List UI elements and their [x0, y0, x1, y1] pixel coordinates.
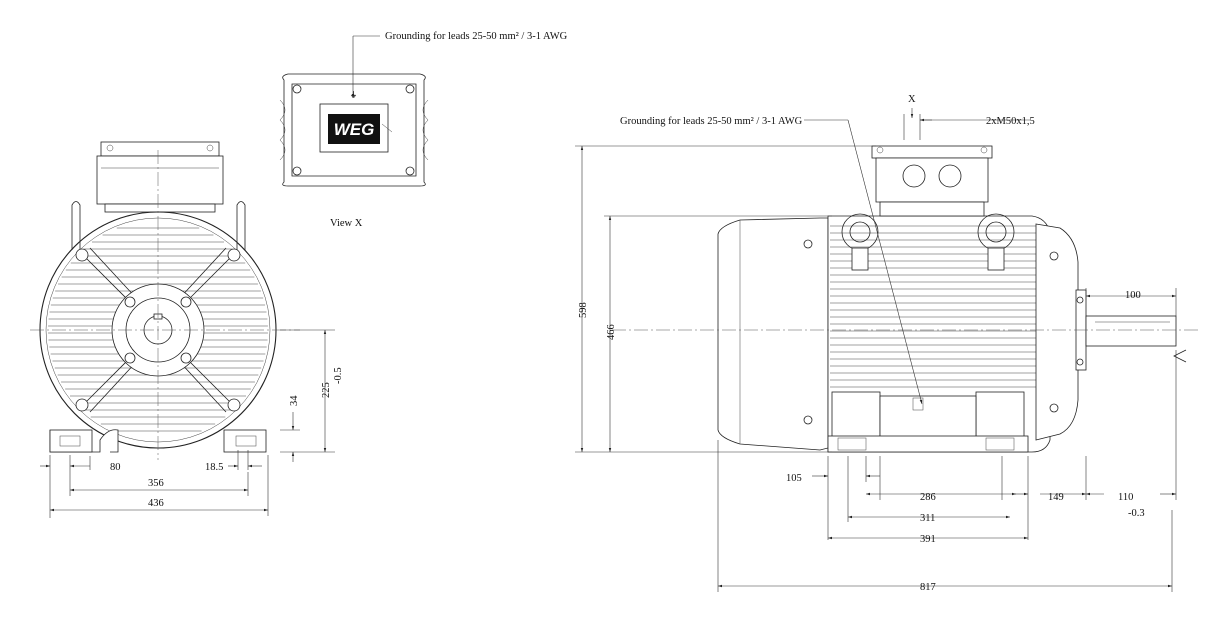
front-feet [49, 429, 267, 453]
view-x: WEG ⏚ [279, 73, 429, 187]
dim-286-label: 286 [920, 492, 936, 503]
dim-466-label: 466 [606, 324, 617, 340]
view-x-label: View X [330, 218, 363, 229]
dim-105-label: 105 [786, 473, 802, 484]
weg-logo-text: WEG [334, 120, 375, 139]
side-fins [830, 225, 1046, 388]
side-dimensions: 598 466 100 105 286 311 391 149 [575, 145, 1177, 593]
side-grounding-note: Grounding for leads 25-50 mm² / 3-1 AWG [620, 116, 803, 127]
dim-100-label: 100 [1125, 290, 1141, 301]
dim-225-label: 225 [321, 382, 332, 398]
dim-391-label: 391 [920, 534, 936, 545]
weg-logo [328, 114, 380, 144]
dim-80-label: 80 [110, 462, 121, 473]
dim-110-label: 110 [1118, 492, 1133, 503]
drive-end-bracket [1035, 223, 1079, 441]
fan-cover [717, 217, 829, 451]
svg-text:⏚: ⏚ [350, 91, 357, 99]
dim-225-tolerance: -0.5 [333, 367, 344, 384]
front-grounding-note: Grounding for leads 25-50 mm² / 3-1 AWG [385, 31, 568, 42]
x-marker: X [908, 94, 916, 105]
shaft [1085, 315, 1177, 347]
front-terminal-box [96, 141, 224, 213]
front-view [30, 141, 300, 460]
dim-149-label: 149 [1048, 492, 1064, 503]
front-dimensions: 80 18.5 356 436 34 225 -0.5 [40, 329, 344, 518]
dim-311-label: 311 [920, 513, 935, 524]
dim-34-label: 34 [289, 395, 300, 406]
dim-817-label: 817 [920, 582, 936, 593]
dim-356-label: 356 [148, 478, 164, 489]
gland-spec: 2xM50x1,5 [986, 116, 1035, 127]
side-view [612, 145, 1200, 453]
dim-110-tolerance: -0.3 [1128, 508, 1145, 519]
side-terminal-box [871, 145, 993, 217]
dim-598-label: 598 [578, 302, 589, 318]
dim-436-label: 436 [148, 498, 164, 509]
dim-18-5-label: 18.5 [205, 462, 223, 473]
